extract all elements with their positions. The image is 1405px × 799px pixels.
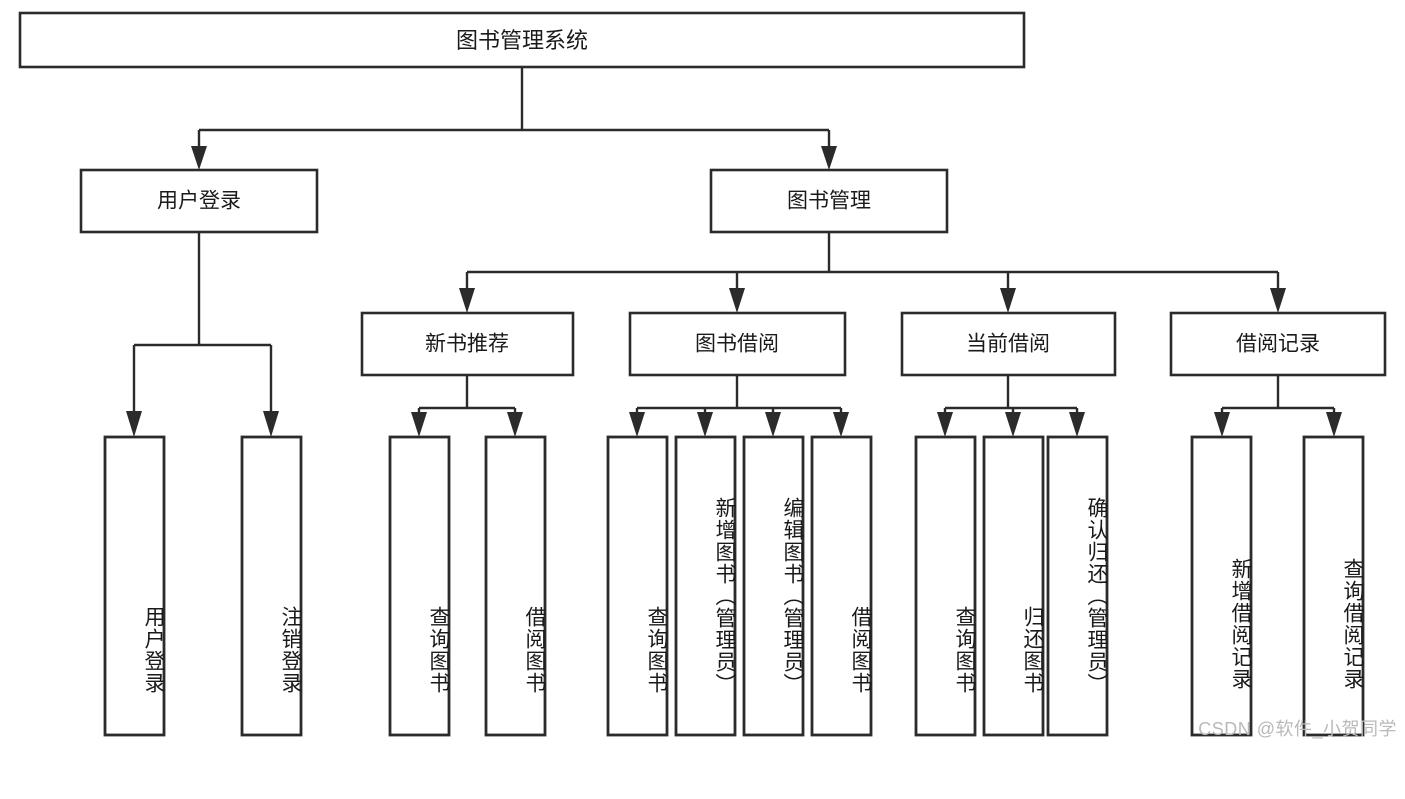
arrow-to-leaf-query-book-1 bbox=[411, 412, 427, 437]
node-leaf-query-book-2-box[interactable] bbox=[606, 435, 669, 737]
diagram-canvas: 图书管理系统 用户登录 图书管理 新书推荐 图书借阅 bbox=[18, 11, 1387, 737]
node-user-login-box[interactable] bbox=[79, 168, 319, 234]
edges-layer bbox=[126, 67, 1342, 437]
arrow-to-leaf-query-record bbox=[1326, 412, 1342, 437]
arrow-to-leaf-add-book bbox=[697, 412, 713, 437]
node-user-login-label: 用户登录 bbox=[157, 190, 241, 213]
arrow-to-leaf-query-book-2 bbox=[629, 412, 645, 437]
arrow-to-leaf-logout bbox=[263, 411, 279, 437]
node-leaf-borrow-book-2-box[interactable] bbox=[810, 435, 873, 737]
node-borrow-record[interactable]: 借阅记录 bbox=[1169, 311, 1387, 377]
arrow-to-leaf-edit-book bbox=[765, 412, 781, 437]
node-new-book-recommend-label: 新书推荐 bbox=[425, 333, 509, 356]
node-leaf-add-record-box[interactable] bbox=[1190, 435, 1253, 737]
node-leaf-query-book-3-box[interactable] bbox=[914, 435, 977, 737]
arrow-to-leaf-user-login bbox=[126, 411, 142, 437]
node-new-book-recommend-box[interactable] bbox=[360, 311, 575, 377]
node-leaf-return-book-box[interactable] bbox=[982, 435, 1045, 737]
arrow-to-leaf-borrow-book-2 bbox=[833, 412, 849, 437]
node-leaf-confirm-return-box[interactable] bbox=[1046, 435, 1109, 737]
node-current-borrow-box[interactable] bbox=[900, 311, 1117, 377]
node-leaf-logout-box[interactable] bbox=[240, 435, 303, 737]
node-book-manage-box[interactable] bbox=[709, 168, 949, 234]
node-borrow-record-label: 借阅记录 bbox=[1236, 333, 1320, 356]
node-book-borrow-label: 图书借阅 bbox=[695, 333, 779, 356]
node-borrow-record-box[interactable] bbox=[1169, 311, 1387, 377]
node-leaf-edit-book-box[interactable] bbox=[742, 435, 805, 737]
nodes-layer: 图书管理系统 用户登录 图书管理 新书推荐 图书借阅 bbox=[18, 11, 1387, 737]
node-book-borrow[interactable]: 图书借阅 bbox=[628, 311, 847, 377]
arrow-to-leaf-return-book bbox=[1005, 412, 1021, 437]
node-book-borrow-box[interactable] bbox=[628, 311, 847, 377]
arrow-to-borrow-record bbox=[1270, 288, 1286, 313]
arrow-to-book-manage bbox=[821, 146, 837, 170]
arrow-to-leaf-borrow-book-1 bbox=[507, 412, 523, 437]
arrow-to-current-borrow bbox=[1000, 288, 1016, 313]
node-leaf-add-book-box[interactable] bbox=[674, 435, 737, 737]
node-root-box[interactable] bbox=[18, 11, 1026, 69]
arrow-to-leaf-query-book-3 bbox=[937, 412, 953, 437]
node-leaf-borrow-book-1-box[interactable] bbox=[484, 435, 547, 737]
node-leaf-user-login-box[interactable] bbox=[103, 435, 166, 737]
node-user-login[interactable]: 用户登录 bbox=[79, 168, 319, 234]
functional-structure-diagram: 图书管理系统 用户登录 图书管理 新书推荐 图书借阅 bbox=[18, 11, 1397, 739]
csdn-watermark: CSDN @软件_小贺同学 bbox=[1198, 719, 1397, 739]
arrow-to-user-login bbox=[191, 146, 207, 170]
node-current-borrow-label: 当前借阅 bbox=[966, 333, 1050, 356]
node-book-manage[interactable]: 图书管理 bbox=[709, 168, 949, 234]
arrow-to-new-book-recommend bbox=[459, 288, 475, 313]
node-leaf-query-record-box[interactable] bbox=[1302, 435, 1365, 737]
arrow-to-book-borrow bbox=[729, 288, 745, 313]
arrow-to-leaf-add-record bbox=[1214, 412, 1230, 437]
arrow-to-leaf-confirm-return bbox=[1069, 412, 1085, 437]
node-book-manage-label: 图书管理 bbox=[787, 190, 871, 213]
node-root-label: 图书管理系统 bbox=[456, 28, 588, 53]
node-new-book-recommend[interactable]: 新书推荐 bbox=[360, 311, 575, 377]
node-root[interactable]: 图书管理系统 bbox=[18, 11, 1026, 69]
node-leaf-query-book-1-box[interactable] bbox=[388, 435, 451, 737]
node-current-borrow[interactable]: 当前借阅 bbox=[900, 311, 1117, 377]
